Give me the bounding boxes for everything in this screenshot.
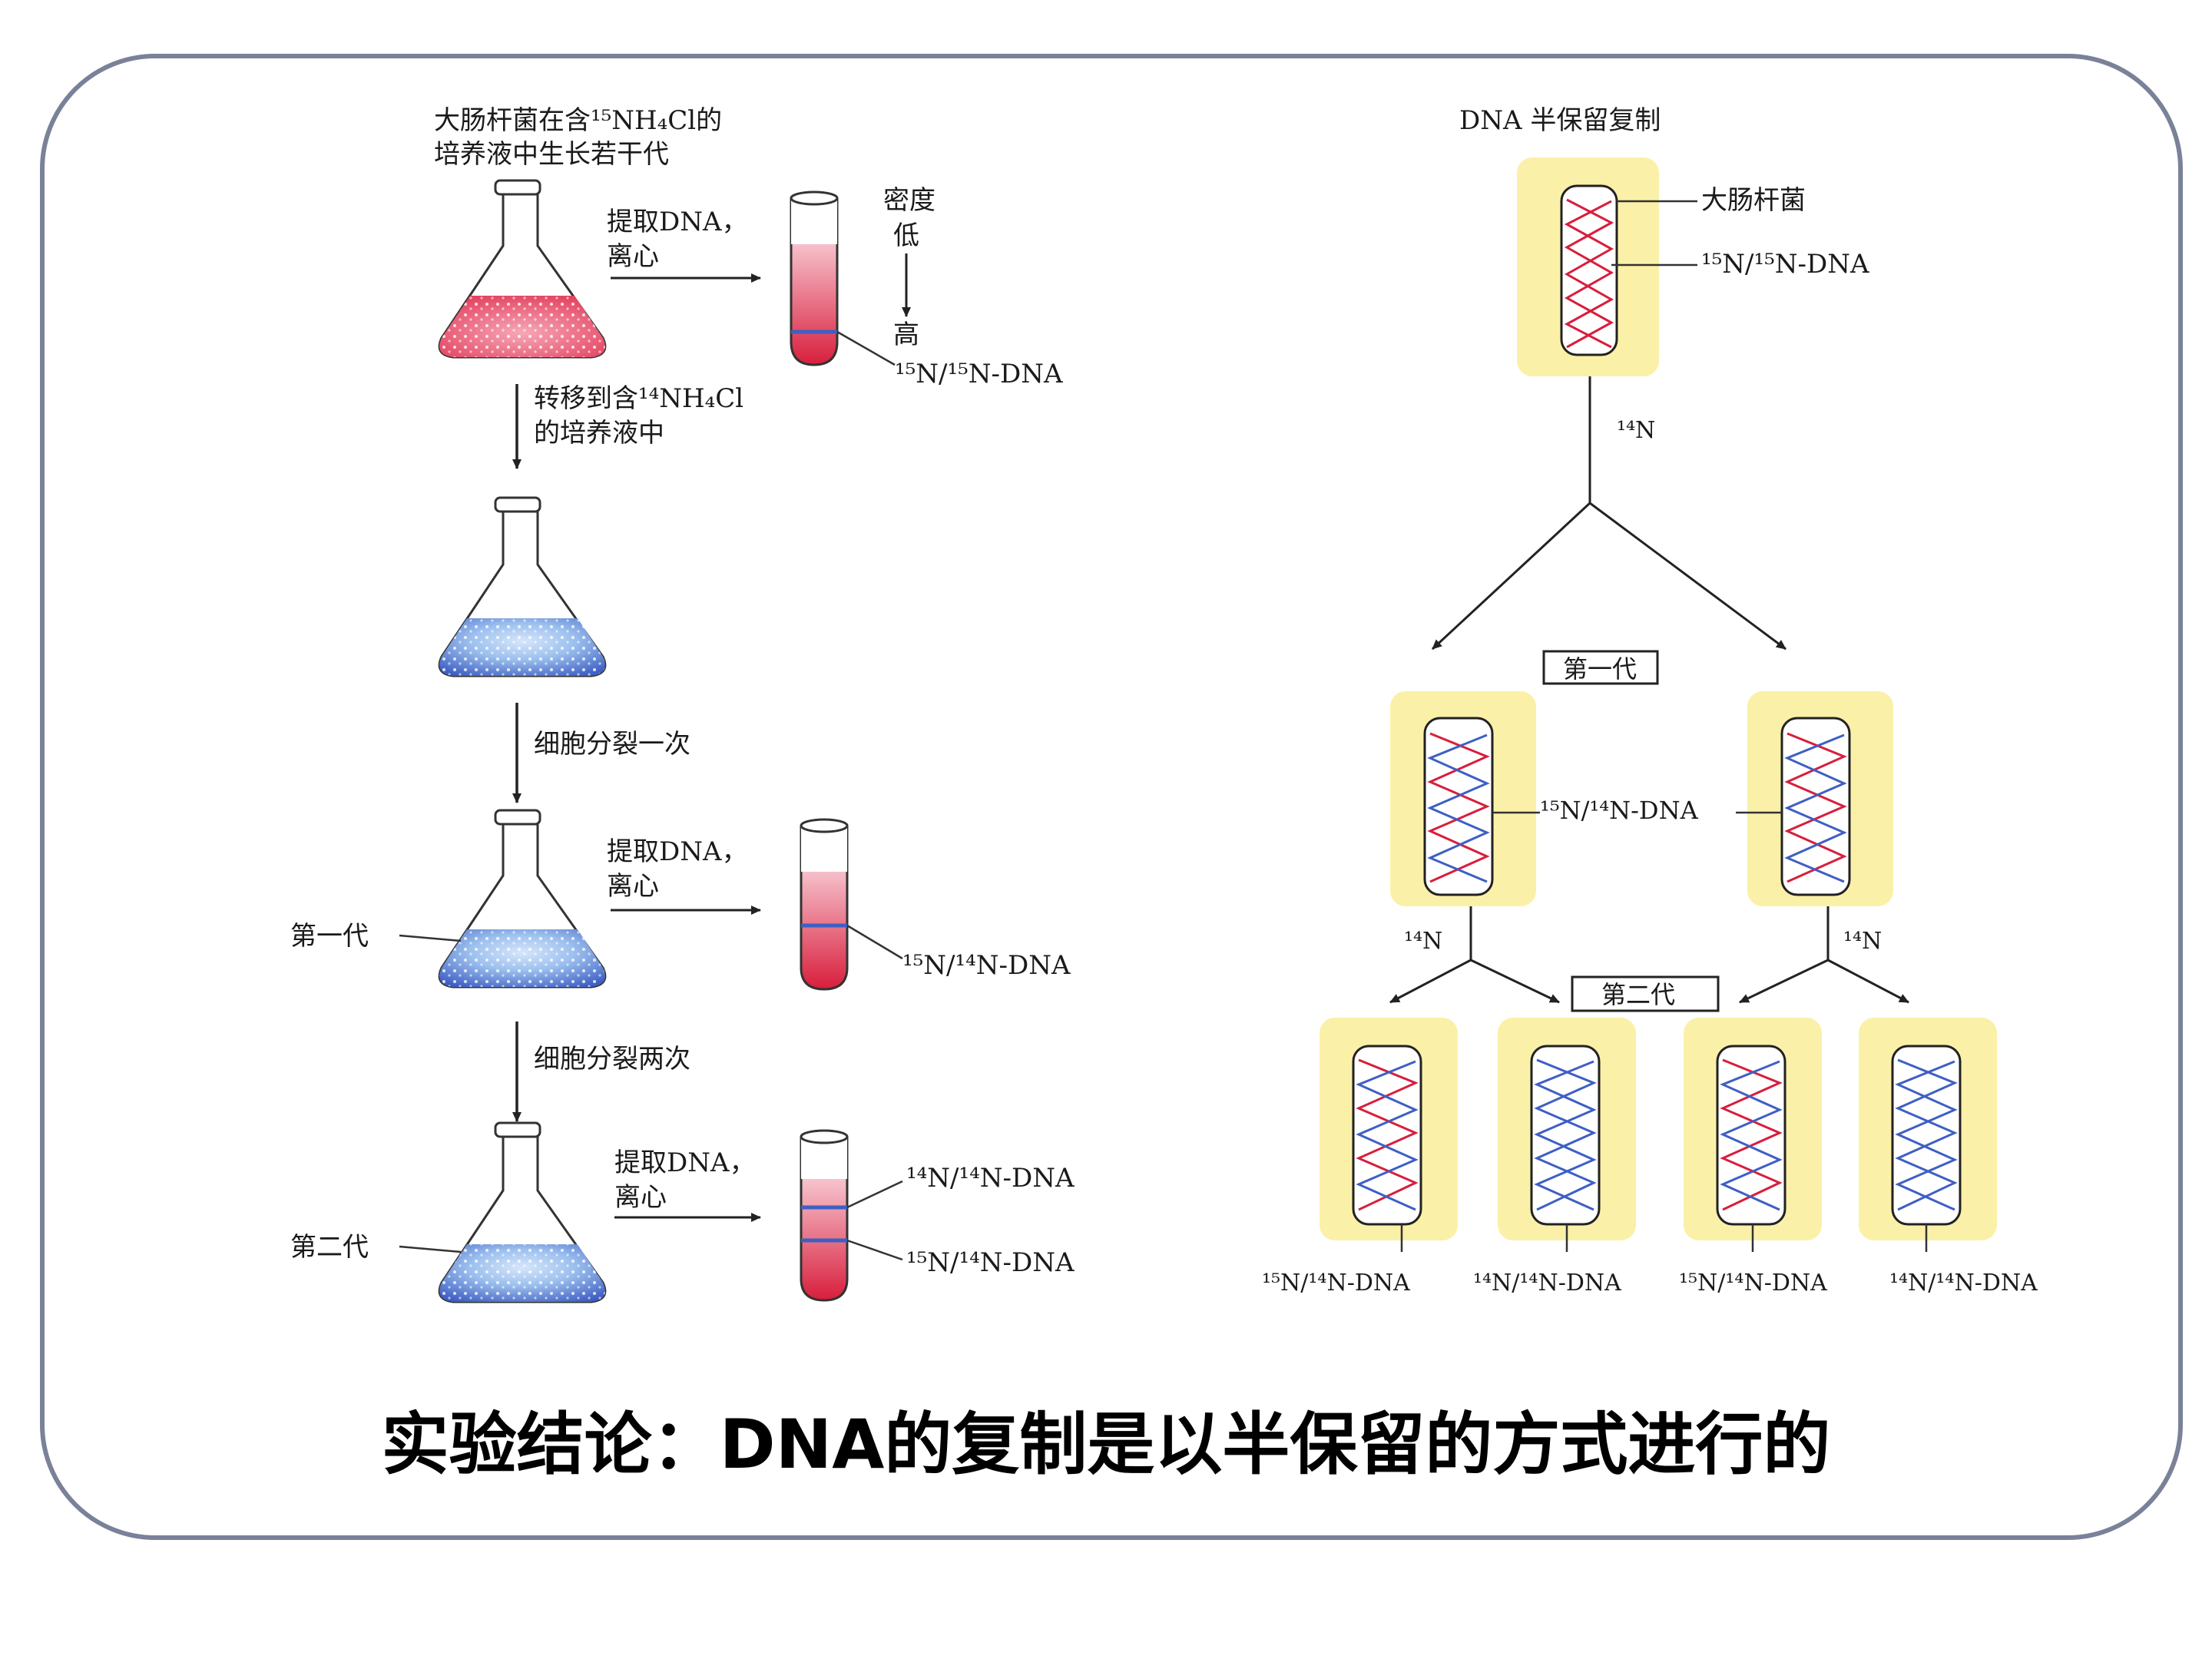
slide-frame <box>40 54 2183 1540</box>
gen2-cell-4 <box>1859 1018 1997 1240</box>
n14-label-right: ¹⁴N <box>1843 928 1882 955</box>
test-tube-3 <box>800 1129 849 1302</box>
test-tube-1 <box>790 190 839 366</box>
gen2-dna-label-4: ¹⁴N/¹⁴N-DNA <box>1889 1270 2038 1296</box>
test-tube-2 <box>800 818 849 991</box>
gen1-label-right: 第一代 <box>1563 654 1637 684</box>
ecoli-label: 大肠杆菌 <box>1701 185 1806 216</box>
gen1-cell-right <box>1747 691 1893 906</box>
conclusion-text: 实验结论：DNA的复制是以半保留的方式进行的 <box>381 1405 1831 1484</box>
transfer-label: 转移到含¹⁴NH₄Cl <box>534 383 743 414</box>
density-high-label: 高 <box>893 320 919 350</box>
density-label: 密度 <box>883 185 935 216</box>
flask-15n <box>438 179 607 359</box>
gen2-dna-label-3: ¹⁵N/¹⁴N-DNA <box>1679 1270 1827 1296</box>
gen2-cell-1 <box>1320 1018 1458 1240</box>
gen2-dna-label-2: ¹⁴N/¹⁴N-DNA <box>1473 1270 1621 1296</box>
divide-twice-label: 细胞分裂两次 <box>534 1044 690 1075</box>
density-low-label: 低 <box>893 220 919 251</box>
caption-line2: 培养液中生长若干代 <box>434 139 669 170</box>
parent-cell <box>1517 157 1659 376</box>
gen1-label-left: 第一代 <box>290 921 369 952</box>
gen1-cell-left <box>1390 691 1536 906</box>
centrifuge-label-3: 离心 <box>614 1182 667 1213</box>
transfer-label-2: 的培养液中 <box>534 418 664 449</box>
parent-dna-label: ¹⁵N/¹⁵N-DNA <box>1701 249 1869 280</box>
centrifuge-label-1: 离心 <box>607 241 659 272</box>
centrifuge-label-2: 离心 <box>607 871 659 902</box>
right-title: DNA 半保留复制 <box>1459 105 1661 136</box>
flask-14n <box>438 496 607 677</box>
band-label-gen1: ¹⁵N/¹⁴N-DNA <box>902 950 1071 981</box>
gen2-dna-label-1: ¹⁵N/¹⁴N-DNA <box>1262 1270 1410 1296</box>
gen1-dna-label: ¹⁵N/¹⁴N-DNA <box>1540 796 1699 825</box>
gen2-label-right: 第二代 <box>1601 980 1675 1009</box>
band-label-1: ¹⁵N/¹⁵N-DNA <box>895 359 1063 389</box>
n14-label-left: ¹⁴N <box>1404 928 1442 955</box>
flask-gen2 <box>438 1121 607 1303</box>
band-label-gen2-b: ¹⁵N/¹⁴N-DNA <box>906 1247 1075 1278</box>
gen2-cell-3 <box>1684 1018 1822 1240</box>
flask-gen1 <box>438 809 607 988</box>
gen2-label-left: 第二代 <box>290 1232 369 1263</box>
extract-label-3: 提取DNA， <box>614 1147 756 1178</box>
n14-label-top: ¹⁴N <box>1617 417 1655 444</box>
extract-label-2: 提取DNA， <box>607 836 748 867</box>
caption-line1: 大肠杆菌在含¹⁵NH₄Cl的 <box>434 105 722 136</box>
band-label-gen2-a: ¹⁴N/¹⁴N-DNA <box>906 1163 1075 1194</box>
gen2-cell-2 <box>1498 1018 1636 1240</box>
extract-label-1: 提取DNA， <box>607 207 748 237</box>
divide-once-label: 细胞分裂一次 <box>534 729 690 760</box>
